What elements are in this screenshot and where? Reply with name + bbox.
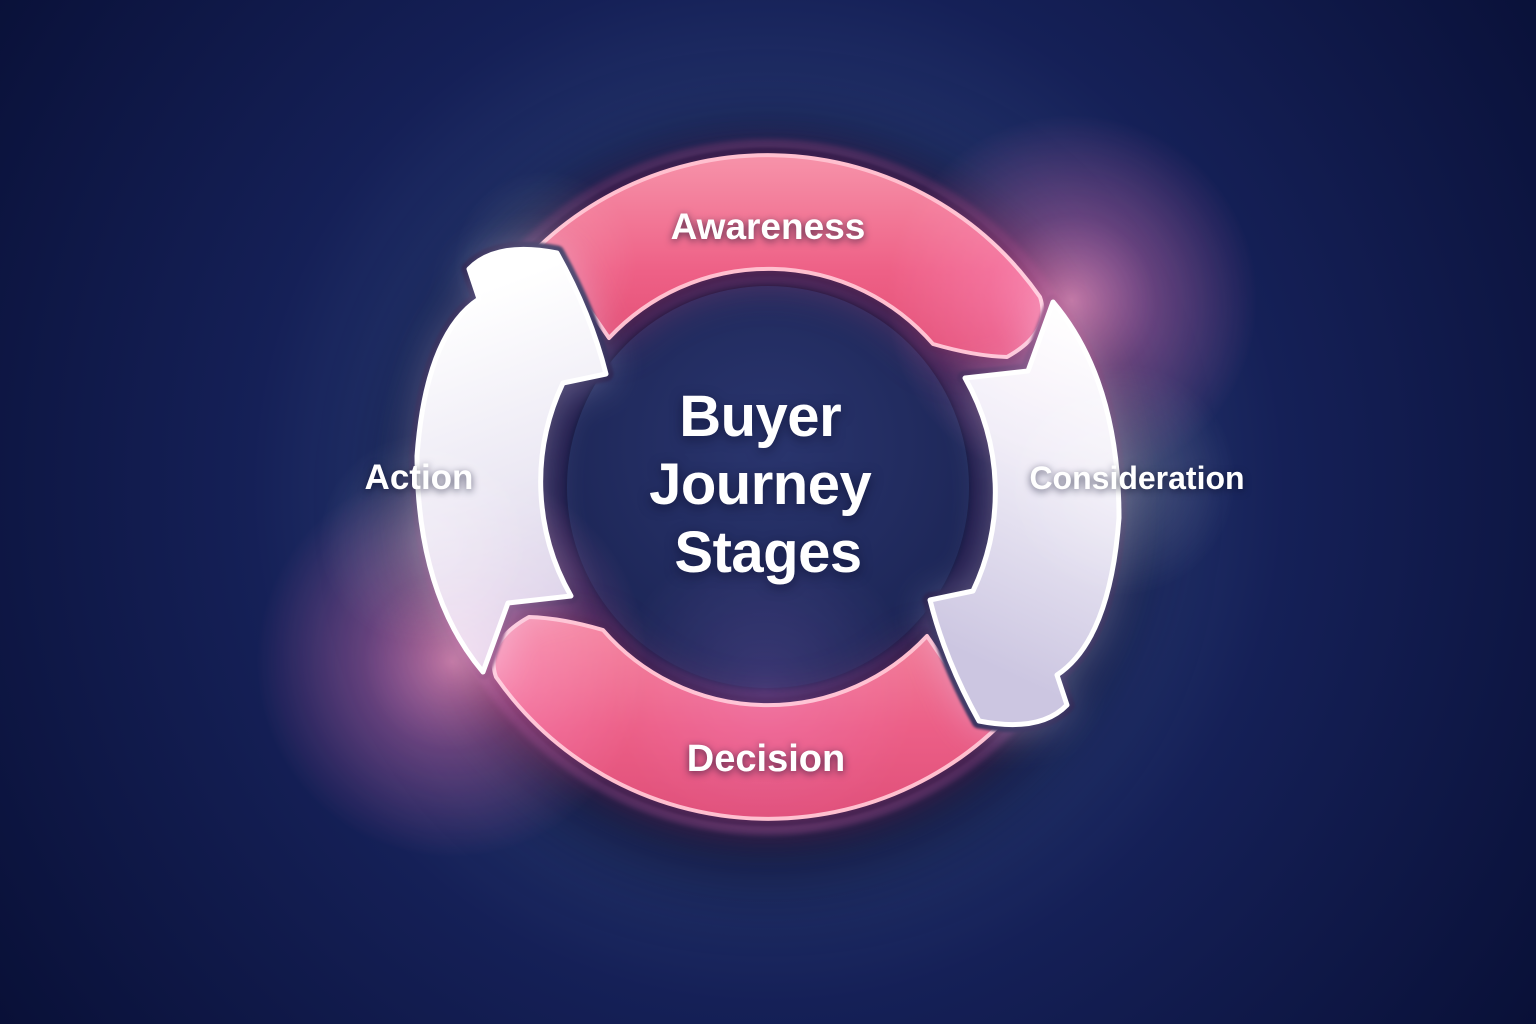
- center-title-line-2: Journey: [649, 452, 871, 517]
- center-title-line-3: Stages: [674, 520, 861, 585]
- stage-label-decision: Decision: [687, 738, 845, 780]
- stage-label-consideration: Consideration: [1029, 460, 1244, 496]
- stage-label-awareness: Awareness: [671, 206, 866, 247]
- center-title-line-1: Buyer: [679, 384, 841, 449]
- stage-label-action: Action: [365, 458, 474, 497]
- center-title: Buyer Journey Stages: [649, 384, 887, 585]
